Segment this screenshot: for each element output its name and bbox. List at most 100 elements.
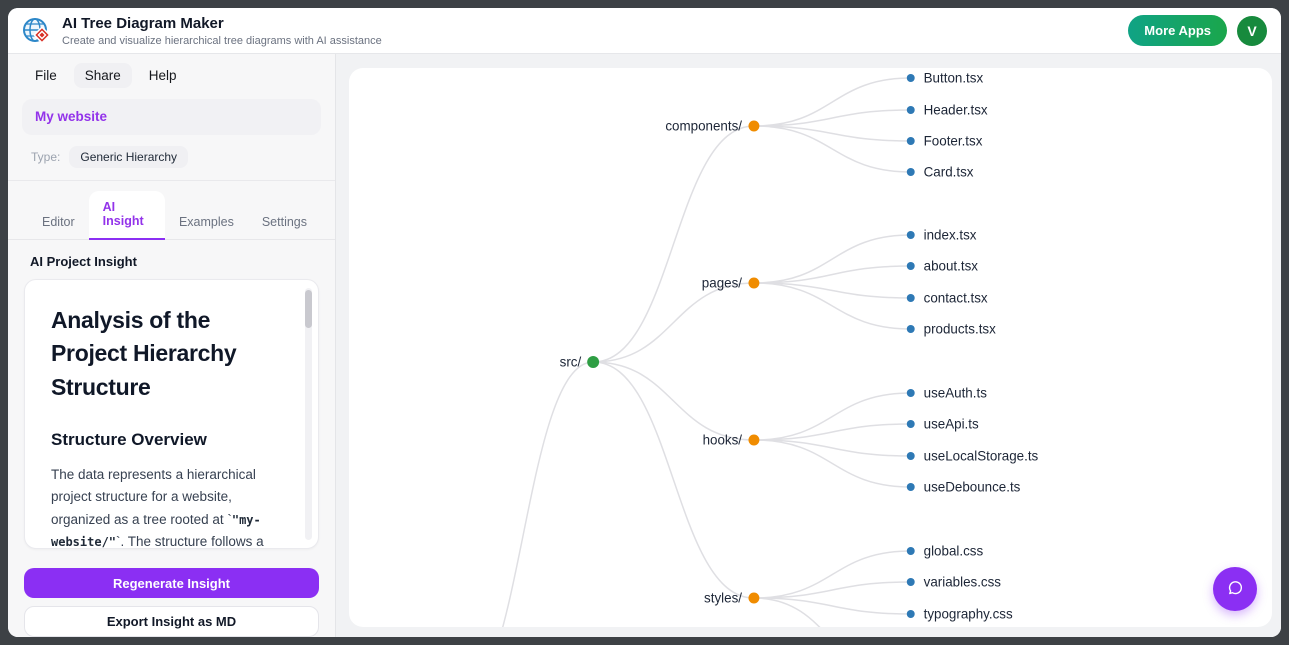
tree-node-styles[interactable]: styles/	[704, 590, 760, 606]
tree-node-global-css[interactable]: global.css	[906, 543, 984, 559]
tab-editor[interactable]: Editor	[42, 215, 75, 229]
tree-node-src[interactable]: src/	[560, 354, 600, 370]
menu-item-file[interactable]: File	[35, 68, 57, 83]
tree-edge	[753, 439, 911, 457]
page-title: AI Tree Diagram Maker	[62, 14, 224, 32]
tab-settings[interactable]: Settings	[261, 215, 307, 229]
tree-node-components[interactable]: components/	[665, 118, 760, 134]
node-label: variables.css	[924, 574, 1002, 589]
node-label: index.tsx	[924, 227, 977, 242]
node-dot	[906, 420, 915, 428]
tree-node-useapi-ts[interactable]: useApi.ts	[906, 416, 979, 432]
tab-bar: Editor AI Insight Examples Settings	[8, 181, 335, 240]
node-label: Header.tsx	[924, 102, 988, 117]
tree-edge	[753, 282, 911, 299]
app-logo-icon	[22, 16, 52, 46]
tree-node-useauth-ts[interactable]: useAuth.ts	[906, 385, 988, 401]
chat-fab-button[interactable]	[1213, 567, 1257, 611]
node-dot	[906, 452, 915, 460]
node-dot	[906, 547, 915, 555]
node-dot	[906, 578, 915, 586]
tree-node-header-tsx[interactable]: Header.tsx	[906, 102, 988, 118]
node-label: Card.tsx	[924, 164, 974, 179]
node-label: typography.css	[924, 606, 1013, 621]
tree-node-pages[interactable]: pages/	[702, 275, 760, 291]
tree-diagram: src/components/Button.tsxHeader.tsxFoote…	[501, 70, 1039, 627]
document-name: My website	[35, 109, 108, 124]
tree-edge	[753, 392, 911, 441]
tree-node-button-tsx[interactable]: Button.tsx	[906, 70, 984, 86]
menu-item-help[interactable]: Help	[148, 68, 177, 83]
tree-node-typography-css[interactable]: typography.css	[906, 606, 1013, 622]
insight-paragraph: The data represents a hierarchical proje…	[51, 467, 264, 548]
tree-node-index-tsx[interactable]: index.tsx	[906, 227, 977, 243]
tree-node-variables-css[interactable]: variables.css	[906, 574, 1002, 590]
tree-edge	[501, 361, 594, 627]
export-insight-button[interactable]: Export Insight as MD	[24, 606, 319, 637]
node-dot	[906, 168, 915, 176]
node-dot	[906, 610, 915, 618]
node-label: pages/	[702, 275, 742, 290]
tab-examples[interactable]: Examples	[178, 215, 234, 229]
node-dot	[906, 137, 915, 145]
node-dot	[906, 231, 915, 239]
section-title: AI Project Insight	[30, 254, 137, 269]
node-dot	[906, 483, 915, 491]
tree-edge	[753, 234, 911, 284]
node-label: src/	[560, 354, 582, 369]
tree-edge	[753, 550, 911, 599]
node-label: hooks/	[703, 432, 743, 447]
app-window: AI Tree Diagram Maker Create and visuali…	[8, 8, 1281, 637]
node-dot	[748, 277, 760, 289]
tree-node-uselocalstorage-ts[interactable]: useLocalStorage.ts	[906, 448, 1039, 464]
menu-bar: File Share Help	[8, 54, 335, 92]
node-dot	[906, 74, 915, 82]
tree-edge	[753, 265, 911, 284]
tree-edge	[753, 125, 911, 142]
card-scrollbar[interactable]	[305, 288, 312, 540]
regenerate-insight-button[interactable]: Regenerate Insight	[24, 567, 319, 599]
tree-edge	[753, 423, 911, 441]
type-row: Type: Generic Hierarchy	[31, 146, 321, 168]
avatar[interactable]: V	[1237, 15, 1267, 46]
tree-edge	[753, 77, 911, 127]
node-label: about.tsx	[924, 258, 979, 273]
node-dot	[748, 434, 760, 446]
tree-edge	[753, 597, 911, 615]
document-name-box[interactable]: My website	[22, 99, 321, 135]
node-label: useApi.ts	[924, 416, 979, 431]
tree-node-card-tsx[interactable]: Card.tsx	[906, 164, 974, 180]
node-label: components/	[665, 118, 742, 133]
node-label: useAuth.ts	[924, 385, 988, 400]
node-label: global.css	[924, 543, 984, 558]
tree-node-about-tsx[interactable]: about.tsx	[906, 258, 979, 274]
scrollbar-thumb[interactable]	[305, 290, 312, 328]
node-label: contact.tsx	[924, 290, 988, 305]
insight-heading: Analysis of the Project Hierarchy Struct…	[51, 307, 237, 400]
node-dot	[748, 120, 760, 132]
tab-ai-insight[interactable]: AI Insight	[88, 191, 165, 240]
tree-edge	[753, 282, 911, 330]
node-label: styles/	[704, 590, 742, 605]
tree-node-contact-tsx[interactable]: contact.tsx	[906, 290, 988, 306]
type-label: Type:	[31, 150, 61, 164]
node-label: useDebounce.ts	[924, 479, 1021, 494]
tree-edge	[753, 109, 911, 127]
tree-node-hooks[interactable]: hooks/	[703, 432, 760, 448]
node-dot	[587, 356, 600, 368]
node-dot	[748, 592, 760, 604]
tree-edge	[753, 439, 911, 488]
insight-content: Analysis of the Project Hierarchy Struct…	[25, 280, 318, 548]
tree-node-footer-tsx[interactable]: Footer.tsx	[906, 133, 983, 149]
node-dot	[906, 325, 915, 333]
tree-node-products-tsx[interactable]: products.tsx	[906, 321, 996, 337]
tree-edge	[593, 282, 754, 363]
more-apps-button[interactable]: More Apps	[1128, 15, 1227, 46]
divider	[8, 180, 335, 181]
menu-item-share[interactable]: Share	[73, 63, 132, 88]
node-dot	[906, 294, 915, 302]
tree-node-usedebounce-ts[interactable]: useDebounce.ts	[906, 479, 1021, 495]
app-header: AI Tree Diagram Maker Create and visuali…	[8, 8, 1281, 54]
